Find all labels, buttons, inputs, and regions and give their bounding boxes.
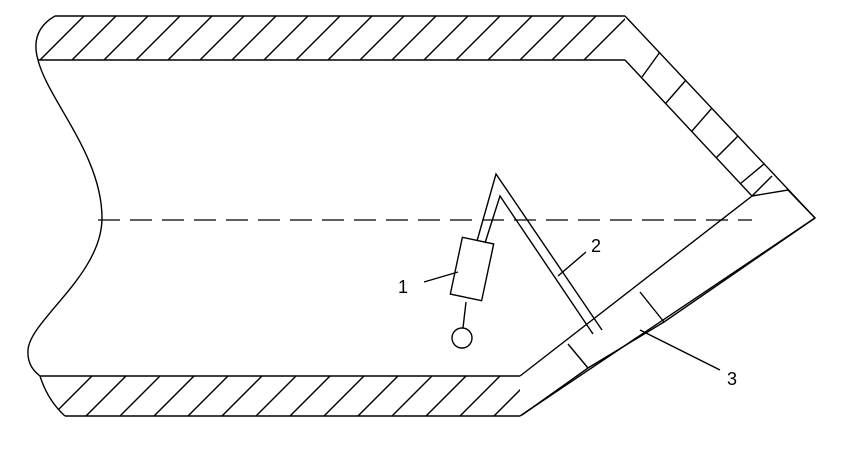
lining-inner-line (521, 217, 816, 416)
leader-line-3 (639, 329, 721, 371)
label-3: 3 (727, 369, 737, 389)
break-line (27, 15, 103, 417)
sensor-probe (449, 172, 603, 349)
leader-line-1 (423, 271, 459, 283)
label-1: 1 (398, 277, 408, 297)
leader-line-2 (557, 251, 587, 277)
top-pipe-wall (38, 15, 626, 61)
bottom-pipe-wall (40, 375, 520, 417)
label-2: 2 (591, 236, 601, 256)
pipe-end-cap (519, 15, 817, 417)
